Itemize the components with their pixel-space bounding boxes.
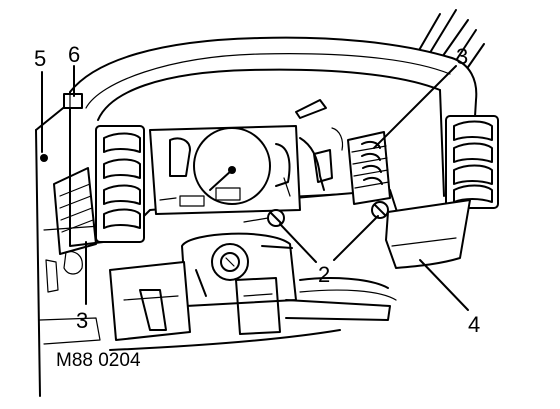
right-inner-vents <box>347 131 391 205</box>
left-vents <box>53 125 145 255</box>
lower-trim <box>109 261 397 351</box>
centre-section <box>295 99 344 197</box>
right-outer-vents <box>445 115 499 209</box>
fixing-screws <box>40 154 389 227</box>
leader-2a <box>279 223 317 263</box>
leader-2b <box>333 215 379 261</box>
callout-5: 5 <box>34 46 46 71</box>
end-cap-panel <box>385 199 471 269</box>
switch-connector <box>63 93 83 109</box>
callout-3-bottom: 3 <box>76 308 88 333</box>
left-panel <box>35 95 101 397</box>
figure-reference: M88 0204 <box>56 350 141 371</box>
callout-6: 6 <box>68 42 80 67</box>
instrument-cluster <box>149 125 301 215</box>
steering-column <box>181 232 297 307</box>
callout-3-top: 3 <box>456 44 468 69</box>
callout-4: 4 <box>468 312 480 337</box>
leader-lines <box>41 65 469 311</box>
windscreen-hatch <box>417 9 485 71</box>
leader-3-top <box>373 65 457 149</box>
leader-4 <box>419 259 469 311</box>
callout-2: 2 <box>318 262 330 287</box>
